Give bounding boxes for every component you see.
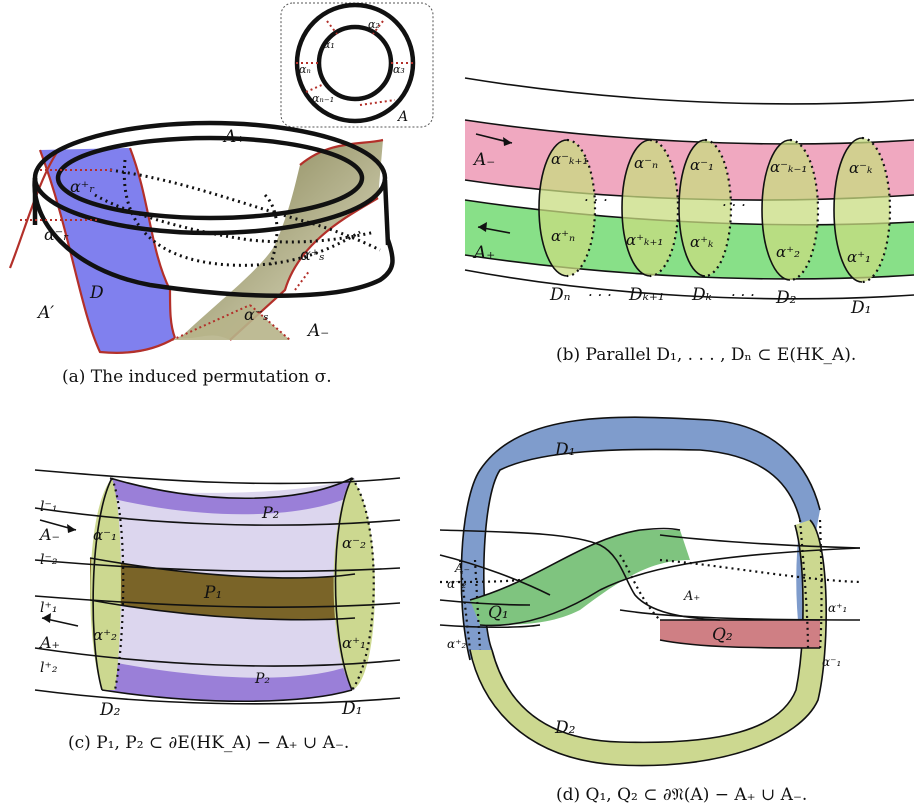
- d-a-minus: A₋: [454, 561, 470, 575]
- b-disk-label-2: D₂: [775, 288, 797, 308]
- c-l2-minus: l⁻₂: [40, 552, 58, 568]
- disk-b-2: [621, 138, 680, 278]
- b-ellipsis-2: · · ·: [722, 196, 746, 214]
- inset-alpha-1: α₁: [323, 38, 335, 51]
- panel-c: l⁻₁ A₋ l⁻₂ l⁺₁ A₊ l⁺₂ α⁻₁ α⁺₂ α⁻₂ α⁺₁ P₂…: [34, 469, 401, 753]
- d-d2: D₂: [554, 718, 576, 738]
- b-disk-label-1: D₁: [850, 298, 871, 318]
- b-bottom-1: α⁺ₙ: [551, 227, 575, 245]
- c-d2: D₂: [99, 700, 121, 720]
- d-alpha1-plus: α⁺₁: [828, 601, 847, 615]
- c-alpha1-plus: α⁺₁: [342, 634, 366, 652]
- b-bottom-5: α⁺₁: [847, 248, 871, 266]
- b-top-4: α⁻ₖ₋₁: [770, 158, 807, 176]
- b-bottom-2: α⁺ₖ₊₁: [626, 231, 663, 249]
- c-alpha2-plus: α⁺₂: [93, 626, 117, 644]
- d-alpha2-minus: α⁻₂: [447, 577, 466, 591]
- b-disk-label-k: Dₖ: [691, 285, 712, 305]
- b-disk-label-k1: Dₖ₊₁: [628, 285, 665, 305]
- disk-b-1: [538, 138, 597, 278]
- c-alpha1-minus: α⁻₁: [93, 526, 117, 544]
- panel-d: D₁ D₂ Q₁ Q₂ A₋ A₊ α⁻₂ α⁺₂ α⁺₁ α⁻₁ (d) Q₁…: [439, 416, 861, 805]
- c-alpha2-minus: α⁻₂: [342, 534, 366, 552]
- inset-alpha-3: α₃: [393, 63, 405, 76]
- disk-b-5: [833, 136, 892, 284]
- d-q2: Q₂: [712, 625, 733, 645]
- label-b-a-minus: A₋: [472, 150, 495, 170]
- d-a-plus: A₊: [683, 589, 700, 604]
- panel-a: α₁ α₂ α₃ αₙ αₙ₋₁ A A: [8, 2, 434, 387]
- label-a-prime: A′: [36, 303, 54, 323]
- c-a-plus: A₊: [38, 633, 60, 652]
- b-bottom-3: α⁺ₖ: [690, 233, 714, 251]
- b-top-3: α⁻₁: [690, 156, 714, 174]
- label-alpha-r-minus: α⁻ᵣ: [44, 225, 69, 244]
- label-b-a-plus: A₊: [472, 243, 495, 263]
- c-p2-top: P₂: [261, 503, 279, 522]
- d-alpha2-plus: α⁺₂: [447, 637, 466, 651]
- caption-a: (a) The induced permutation σ.: [62, 367, 332, 387]
- panel-a-inset: α₁ α₂ α₃ αₙ αₙ₋₁ A: [280, 2, 434, 128]
- b-ellipsis-1: · · ·: [584, 191, 608, 209]
- c-a-minus: A₋: [38, 525, 60, 544]
- caption-c: (c) P₁, P₂ ⊂ ∂E(HK_A) − A₊ ∪ A₋.: [68, 733, 349, 753]
- inset-a-label: A: [396, 109, 408, 125]
- c-l1-plus: l⁺₁: [40, 600, 57, 616]
- d-d1: D₁: [554, 440, 575, 460]
- label-alpha-s-minus: α⁻ₛ: [244, 305, 269, 324]
- label-alpha-s-plus: α⁺ₛ: [300, 245, 325, 264]
- b-top-2: α⁻ₙ: [634, 154, 658, 172]
- c-p1: P₁: [203, 583, 222, 603]
- c-l2-plus: l⁺₂: [40, 660, 58, 676]
- b-top-5: α⁻ₖ: [849, 159, 873, 177]
- c-l1-minus: l⁻₁: [40, 499, 57, 515]
- inset-alpha-n-1: αₙ₋₁: [312, 92, 334, 105]
- disk-b-4: [761, 138, 820, 282]
- b-disk-label-n: Dₙ: [549, 285, 571, 305]
- disk-b-3: [678, 138, 733, 278]
- d-q1: Q₁: [488, 603, 509, 623]
- b-dots-2: · · ·: [731, 286, 755, 304]
- inset-alpha-n: αₙ: [299, 63, 311, 76]
- d-alpha1-minus: α⁻₁: [822, 655, 841, 669]
- inset-alpha-2: α₂: [368, 18, 380, 31]
- label-a-minus-a: A₋: [306, 321, 329, 341]
- caption-b: (b) Parallel D₁, . . . , Dₙ ⊂ E(HK_A).: [556, 345, 856, 365]
- label-a-plus-a: A₊: [222, 127, 245, 147]
- panel-b: A₋ A₊ α⁻ₖ₊₁ α⁻ₙ α⁻₁ α⁻ₖ₋₁ α⁻ₖ α⁺ₙ α⁺ₖ₊₁ …: [464, 77, 914, 365]
- b-bottom-4: α⁺₂: [776, 243, 800, 261]
- label-alpha-r-plus: α⁺ᵣ: [70, 177, 95, 196]
- c-d1: D₁: [341, 699, 362, 719]
- b-top-1: α⁻ₖ₊₁: [551, 150, 588, 168]
- caption-d: (d) Q₁, Q₂ ⊂ ∂𝔑(A) − A₊ ∪ A₋.: [556, 785, 807, 805]
- label-d-a: D: [89, 283, 104, 303]
- c-p2-bottom: P₂: [254, 671, 270, 687]
- b-dots-1: · · ·: [588, 286, 612, 304]
